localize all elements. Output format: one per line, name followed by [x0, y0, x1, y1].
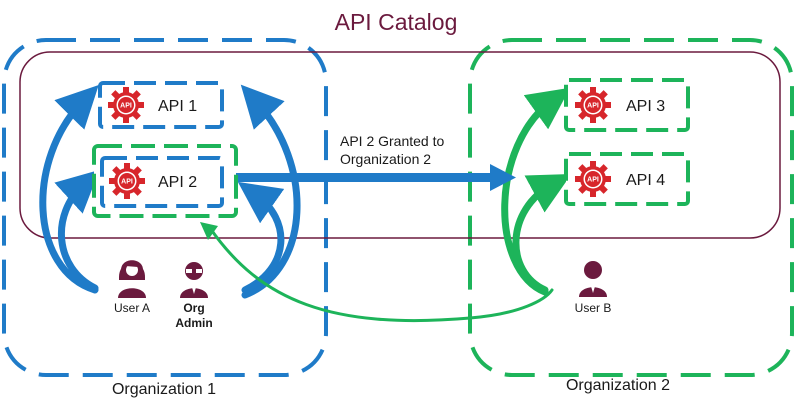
svg-text:API: API: [587, 103, 599, 110]
api-2-node[interactable]: API API 2: [92, 144, 238, 218]
grant-label-line2: Organization 2: [340, 151, 431, 167]
admin-user-icon: [180, 262, 208, 298]
org-admin-label-line1: Org: [183, 301, 204, 315]
svg-text:API: API: [120, 103, 132, 110]
api-4-label: API 4: [626, 172, 665, 189]
org2-access-arrows: [501, 87, 572, 296]
organization-1-label: Organization 1: [112, 381, 216, 398]
api-3-label: API 3: [626, 98, 665, 115]
api-4-node[interactable]: API API 4: [564, 152, 690, 206]
user-b[interactable]: User B: [575, 261, 612, 315]
api-1-node[interactable]: API API 1: [98, 81, 224, 129]
grant-arrow: [222, 164, 516, 191]
user-b-label: User B: [575, 301, 612, 315]
api-2-label: API 2: [158, 174, 197, 191]
api2-shared-access-arc: [208, 226, 554, 322]
api2-shared-arc-arrowhead: [200, 222, 218, 240]
api-gear-icon: API: [575, 87, 611, 123]
org-admin-label-line2: Admin: [175, 316, 212, 330]
api-3-node[interactable]: API API 3: [564, 78, 690, 132]
org-admin-user[interactable]: Org Admin: [175, 262, 213, 330]
user-a[interactable]: User A: [114, 260, 150, 315]
api-catalog-box: [19, 51, 781, 239]
api-gear-icon: API: [575, 161, 611, 197]
grant-label-line1: API 2 Granted to: [340, 133, 444, 149]
male-user-icon: [579, 261, 607, 297]
user-a-label: User A: [114, 301, 150, 315]
api-1-label: API 1: [158, 98, 197, 115]
svg-text:API: API: [121, 179, 133, 186]
api-catalog-title: API Catalog: [335, 9, 458, 35]
female-user-icon: [118, 260, 146, 298]
organization-2-label: Organization 2: [566, 377, 670, 394]
svg-text:API: API: [587, 177, 599, 184]
org1-access-arrows: [39, 84, 301, 299]
api-gear-icon: API: [109, 163, 145, 199]
api-gear-icon: API: [108, 87, 144, 123]
